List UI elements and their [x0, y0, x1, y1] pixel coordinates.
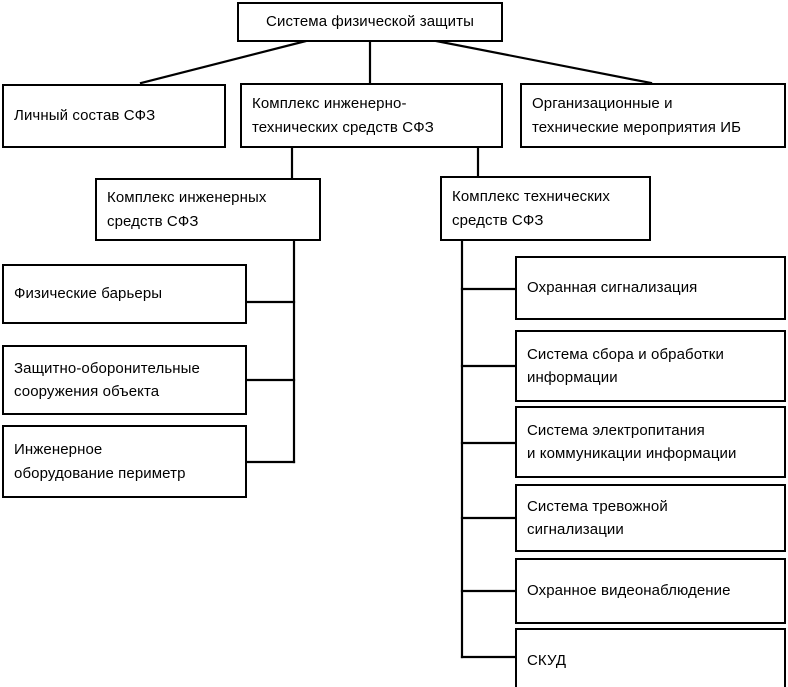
- node-access-control-label: СКУД: [527, 652, 567, 670]
- node-physical-barriers-label: Физические барьеры: [14, 285, 163, 303]
- node-panic-alarm[interactable]: Система тревожной сигнализации: [515, 484, 786, 552]
- node-eng-tech-complex[interactable]: Комплекс инженерно- технических средств …: [240, 83, 503, 148]
- node-panic-alarm-label: Система тревожной сигнализации: [527, 497, 668, 538]
- node-root[interactable]: Система физической защиты: [237, 2, 503, 42]
- node-access-control[interactable]: СКУД: [515, 628, 786, 687]
- node-video-surveillance[interactable]: Охранное видеонаблюдение: [515, 558, 786, 624]
- node-video-surveillance-label: Охранное видеонаблюдение: [527, 582, 731, 600]
- node-eng-means[interactable]: Комплекс инженерных средств СФЗ: [95, 178, 321, 241]
- node-physical-barriers[interactable]: Физические барьеры: [2, 264, 247, 324]
- connector-root-to-org-tech: [434, 39, 653, 85]
- node-tech-means-label: Комплекс технических средств СФЗ: [452, 188, 610, 229]
- node-eng-means-label: Комплекс инженерных средств СФЗ: [107, 189, 267, 230]
- node-tech-means[interactable]: Комплекс технических средств СФЗ: [440, 176, 651, 241]
- node-defensive-structures[interactable]: Защитно-оборонительные сооружения объект…: [2, 345, 247, 415]
- node-security-alarm-label: Охранная сигнализация: [527, 279, 698, 297]
- node-defensive-structures-label: Защитно-оборонительные сооружения объект…: [14, 359, 200, 400]
- node-security-alarm[interactable]: Охранная сигнализация: [515, 256, 786, 320]
- connector-root-to-personnel: [139, 39, 308, 85]
- node-org-tech-measures-label: Организационные и технические мероприяти…: [532, 95, 742, 136]
- node-power-supply-label: Система электропитания и коммуникации ин…: [527, 421, 737, 462]
- node-eng-tech-complex-label: Комплекс инженерно- технических средств …: [252, 95, 434, 136]
- node-perimeter-equipment[interactable]: Инженерное оборудование периметр: [2, 425, 247, 498]
- node-personnel[interactable]: Личный состав СФЗ: [2, 84, 226, 148]
- node-org-tech-measures[interactable]: Организационные и технические мероприяти…: [520, 83, 786, 148]
- node-personnel-label: Личный состав СФЗ: [14, 107, 156, 125]
- node-root-label: Система физической защиты: [266, 13, 474, 31]
- node-power-supply[interactable]: Система электропитания и коммуникации ин…: [515, 406, 786, 478]
- node-perimeter-equipment-label: Инженерное оборудование периметр: [14, 441, 186, 482]
- node-data-collection-label: Система сбора и обработки информации: [527, 345, 724, 386]
- node-data-collection[interactable]: Система сбора и обработки информации: [515, 330, 786, 402]
